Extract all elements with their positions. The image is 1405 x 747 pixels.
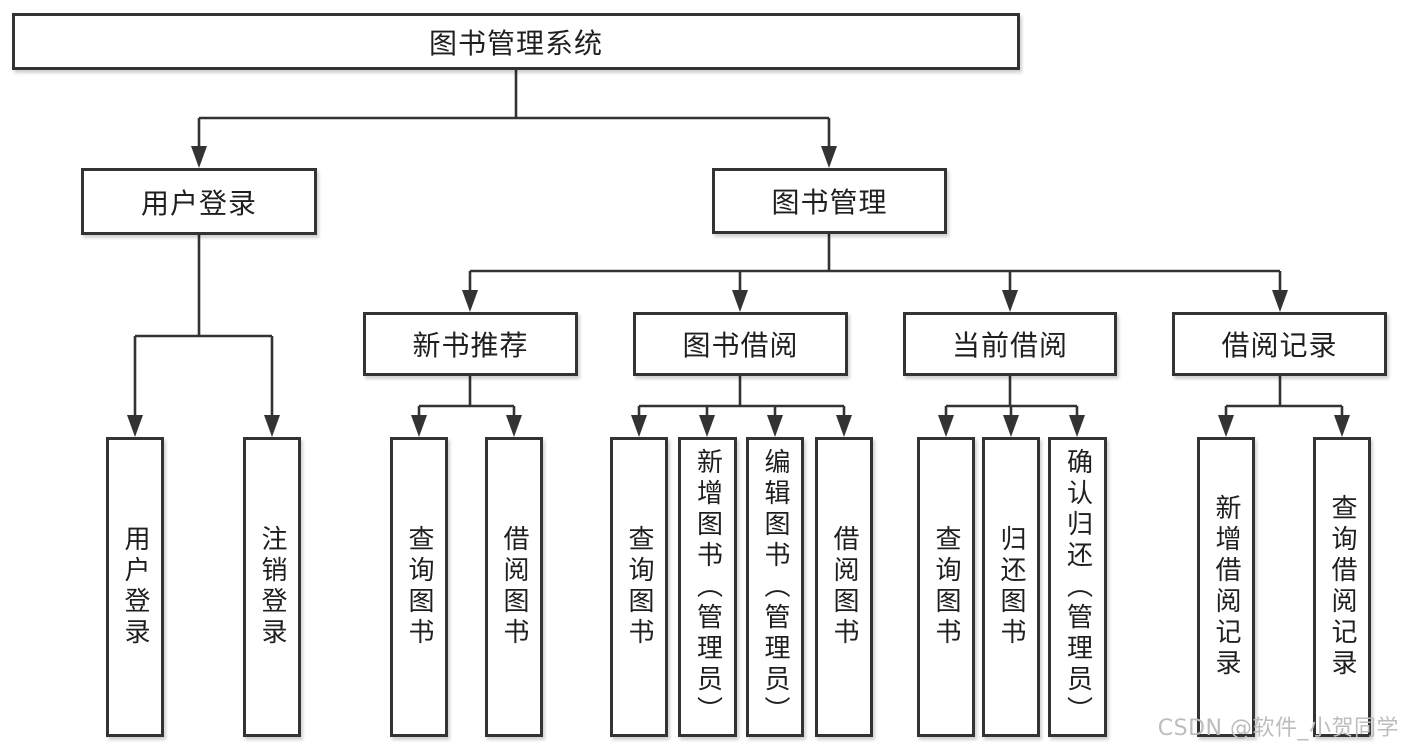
arrowheads xyxy=(127,146,1350,437)
node-user-login: 用户登录 xyxy=(81,168,317,235)
leaf-query-borrow-record: 查询借阅记录 xyxy=(1313,437,1371,737)
leaf-query-books-recommend: 查询图书 xyxy=(390,437,448,737)
leaf-borrow-books-recommend: 借阅图书 xyxy=(485,437,543,737)
leaf-return-book: 归还图书 xyxy=(982,437,1040,737)
leaf-add-book-admin: 新增图书（管理员） xyxy=(678,437,737,737)
leaf-user-login: 用户登录 xyxy=(106,437,164,737)
leaf-query-books-borrowing: 查询图书 xyxy=(610,437,668,737)
leaf-confirm-return-admin: 确认归还（管理员） xyxy=(1048,437,1107,737)
node-book-management: 图书管理 xyxy=(712,168,947,234)
leaf-query-books-current: 查询图书 xyxy=(917,437,975,737)
leaf-edit-book-admin: 编辑图书（管理员） xyxy=(746,437,804,737)
node-book-borrowing: 图书借阅 xyxy=(633,312,848,376)
node-borrowing-records: 借阅记录 xyxy=(1172,312,1387,376)
node-new-book-recommend: 新书推荐 xyxy=(363,312,578,376)
leaf-add-borrow-record: 新增借阅记录 xyxy=(1197,437,1255,737)
leaf-logout: 注销登录 xyxy=(243,437,301,737)
node-current-borrowing: 当前借阅 xyxy=(903,312,1117,376)
csdn-watermark: CSDN @软件_小贺同学 xyxy=(1157,716,1399,741)
node-root-library-system: 图书管理系统 xyxy=(12,13,1020,70)
leaf-borrow-books: 借阅图书 xyxy=(815,437,873,737)
